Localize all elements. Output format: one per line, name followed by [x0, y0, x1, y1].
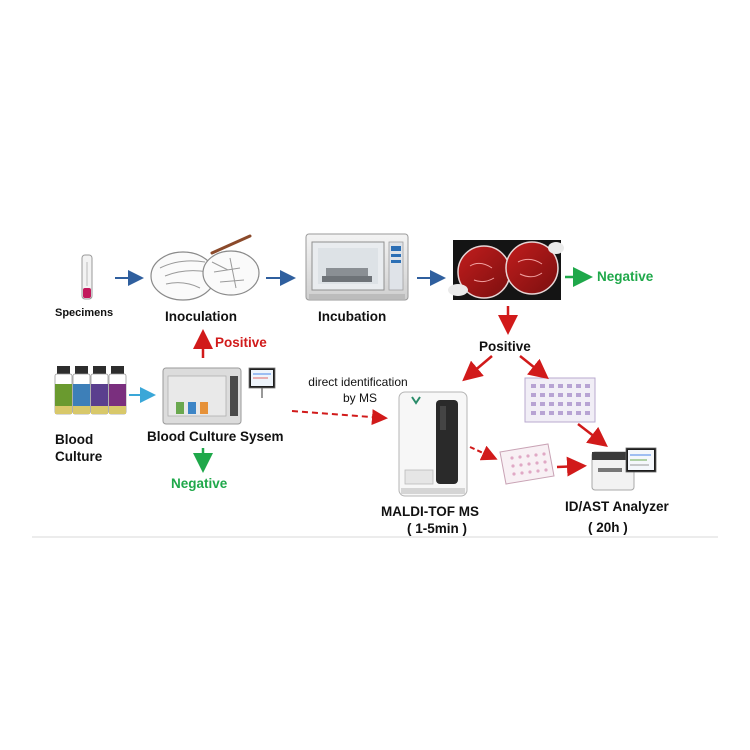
- ast-card-icon: [524, 377, 596, 423]
- label-blood: Blood: [55, 432, 94, 447]
- specimen-tube-icon: [81, 254, 93, 300]
- label-positive-mid: Positive: [479, 339, 531, 354]
- arrow-card-analyzer: [577, 423, 608, 448]
- petri-dish-icon: [150, 234, 260, 301]
- label-positive-top: Positive: [215, 335, 267, 350]
- blood-culture-instrument-icon: [162, 367, 276, 425]
- maldi-tof-instrument-icon: [398, 391, 468, 497]
- label-id-ast-time: ( 20h ): [588, 520, 628, 535]
- agar-plate-photo-icon: [448, 240, 564, 300]
- arrow-direct-identification: [291, 409, 388, 426]
- arrow-positive-ast: [519, 355, 549, 380]
- label-id-ast-analyzer: ID/AST Analyzer: [565, 499, 669, 514]
- label-inoculation: Inoculation: [165, 309, 237, 324]
- id-ast-analyzer-icon: [591, 447, 657, 491]
- arrow-positive-maldi: [462, 355, 493, 382]
- incubator-icon: [305, 233, 409, 301]
- arrow-microplate-analyzer: [556, 456, 587, 477]
- label-negative-bottom: Negative: [171, 476, 228, 491]
- label-blood-culture-system: Blood Culture Sysem: [147, 429, 284, 444]
- microplate-icon: [499, 443, 555, 485]
- label-negative-top: Negative: [597, 269, 654, 284]
- blood-culture-bottle-icon: [54, 366, 127, 415]
- label-incubation: Incubation: [318, 309, 387, 324]
- label-by-ms: by MS: [343, 391, 378, 405]
- label-specimens: Specimens: [55, 307, 114, 319]
- arrow-maldi-microplate: [469, 445, 498, 461]
- label-maldi-tof: MALDI-TOF MS: [381, 504, 479, 519]
- label-culture: Culture: [55, 449, 103, 464]
- label-direct-identification: direct identification: [308, 375, 408, 389]
- label-maldi-time: ( 1-5min ): [407, 521, 468, 536]
